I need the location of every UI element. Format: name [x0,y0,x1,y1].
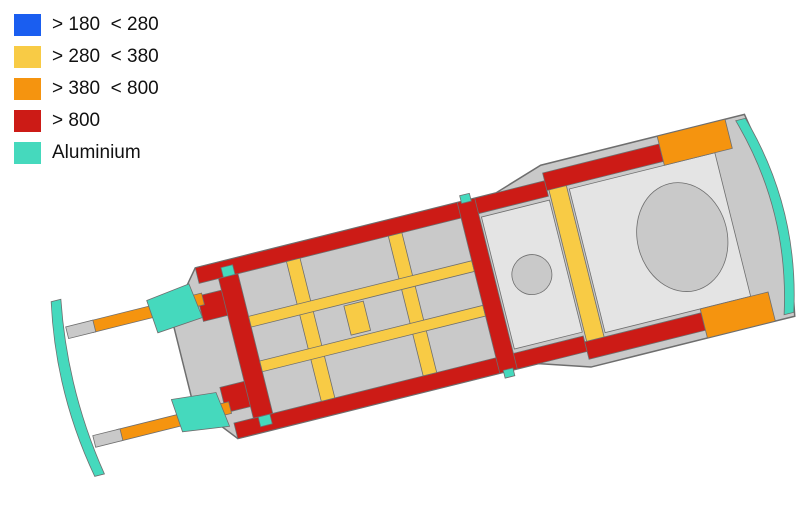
spare-tire-well [511,254,553,295]
legend-swatch [14,46,41,68]
right-shock-tower [170,392,231,433]
legend: > 180 < 280 > 280 < 380 > 380 < 800 > 80… [14,14,159,164]
legend-label: Aluminium [52,142,141,163]
car-body [50,113,796,477]
right-crash-can [92,428,124,448]
legend-swatch [14,110,41,132]
floor-cross-member-rear [387,232,438,377]
legend-swatch [14,78,41,100]
rear-left-corner-plate [656,118,733,166]
legend-label: > 800 [52,110,101,131]
front-left-bracket [220,264,236,278]
left-shock-tower [146,283,204,334]
rear-right-corner-plate [699,291,776,339]
legend-item-800: > 800 [14,110,159,132]
legend-label: > 380 < 800 [52,78,159,99]
legend-item-aluminium: Aluminium [14,142,159,164]
b-pillar-left-bracket [459,192,472,204]
legend-swatch [14,142,41,164]
legend-swatch [14,14,41,36]
front-right-bracket [257,413,273,428]
legend-item-380-800: > 380 < 800 [14,78,159,100]
trunk-floor-well [636,182,729,292]
floor-cross-member-front [285,257,336,402]
rear-bumper-beam [735,117,795,316]
front-bumper-beam [50,298,105,477]
legend-label: > 280 < 380 [52,46,159,67]
b-pillar-right-bracket [502,367,516,379]
legend-label: > 180 < 280 [52,14,159,35]
left-crash-can [65,319,97,340]
legend-item-180-280: > 180 < 280 [14,14,159,36]
legend-item-280-380: > 280 < 380 [14,46,159,68]
tunnel-bracket [343,300,372,336]
